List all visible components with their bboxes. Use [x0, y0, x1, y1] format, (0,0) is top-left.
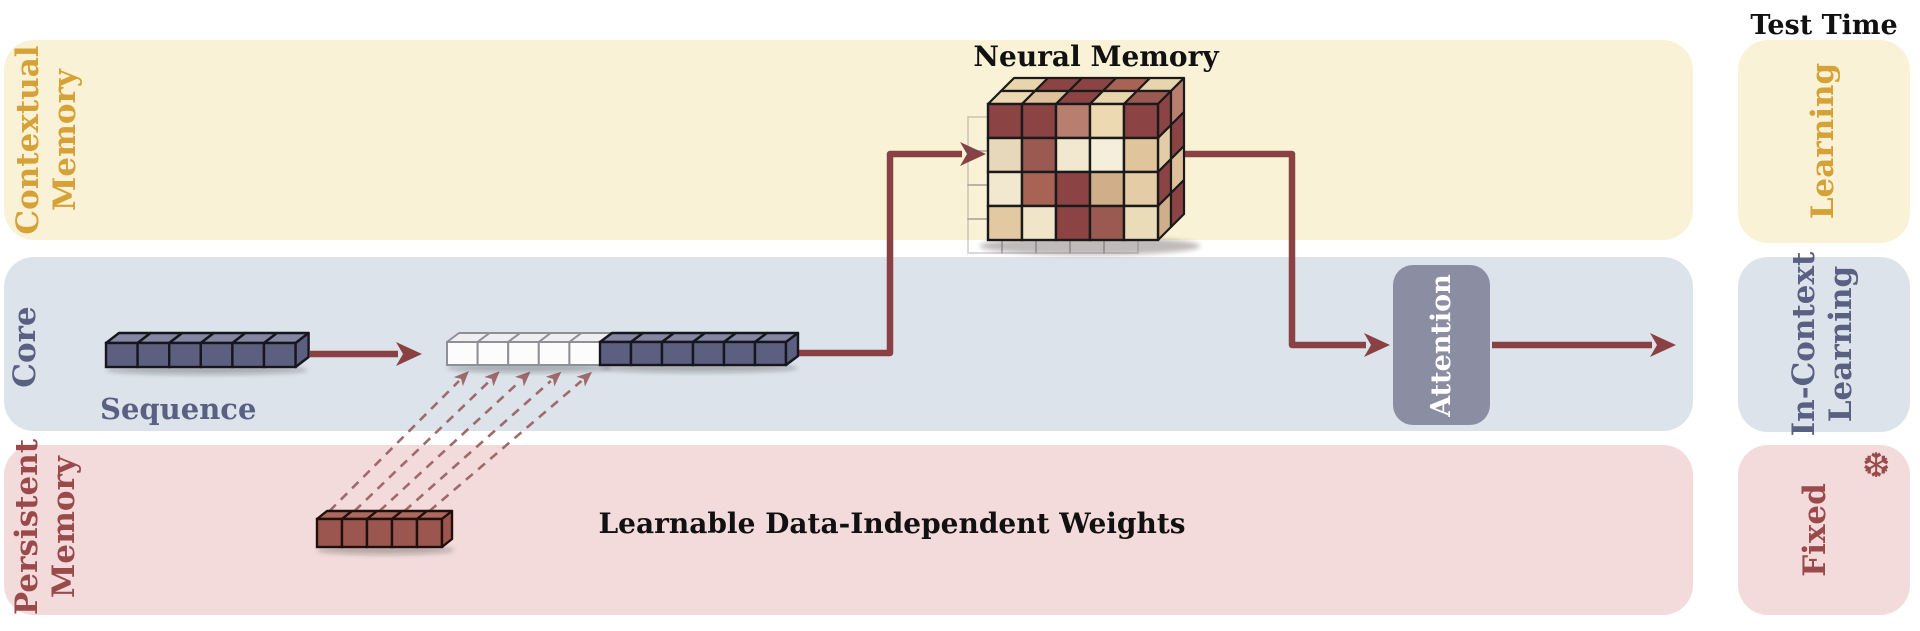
sequence-cube-row: [104, 331, 310, 375]
neural-memory-cube: [967, 76, 1200, 255]
persistent-memory-band: [4, 445, 1693, 615]
test-time-learning-label: Learning: [1805, 62, 1841, 220]
white-cube-row: [446, 332, 613, 373]
persistent-cube-row: [315, 509, 454, 555]
persistent-to-window-dashed-arrows: [328, 371, 593, 512]
test-time-header: Test Time: [1750, 10, 1898, 41]
contextual-memory-band-label: Contextual Memory: [10, 45, 83, 235]
neural-memory-title: Neural Memory: [973, 40, 1219, 73]
learnable-weights-label: Learnable Data-Independent Weights: [598, 507, 1186, 540]
persistent-memory-band-label: Persistent Memory: [9, 438, 82, 616]
arrow-window-to-neural-memory: [789, 142, 986, 357]
contextual-memory-band: [4, 40, 1693, 240]
test-time-in-context-box: [1738, 257, 1910, 432]
arrow-neural-memory-to-attention: [1184, 150, 1390, 357]
attention-label: Attention: [1426, 273, 1457, 417]
test-time-fixed-box: [1738, 445, 1910, 615]
context-window-cube-row: [598, 331, 800, 373]
attention-block: Attention: [1393, 265, 1490, 425]
cube-rows: [104, 331, 800, 555]
test-time-fixed-label: Fixed: [1797, 483, 1833, 577]
sequence-label: Sequence: [100, 392, 257, 426]
snowflake-icon: ❆: [1862, 446, 1891, 486]
core-band-label: Core: [7, 306, 43, 388]
test-time-in-context-learning-label: In-Context Learning: [1786, 251, 1859, 437]
test-time-learning-box: [1738, 40, 1910, 243]
